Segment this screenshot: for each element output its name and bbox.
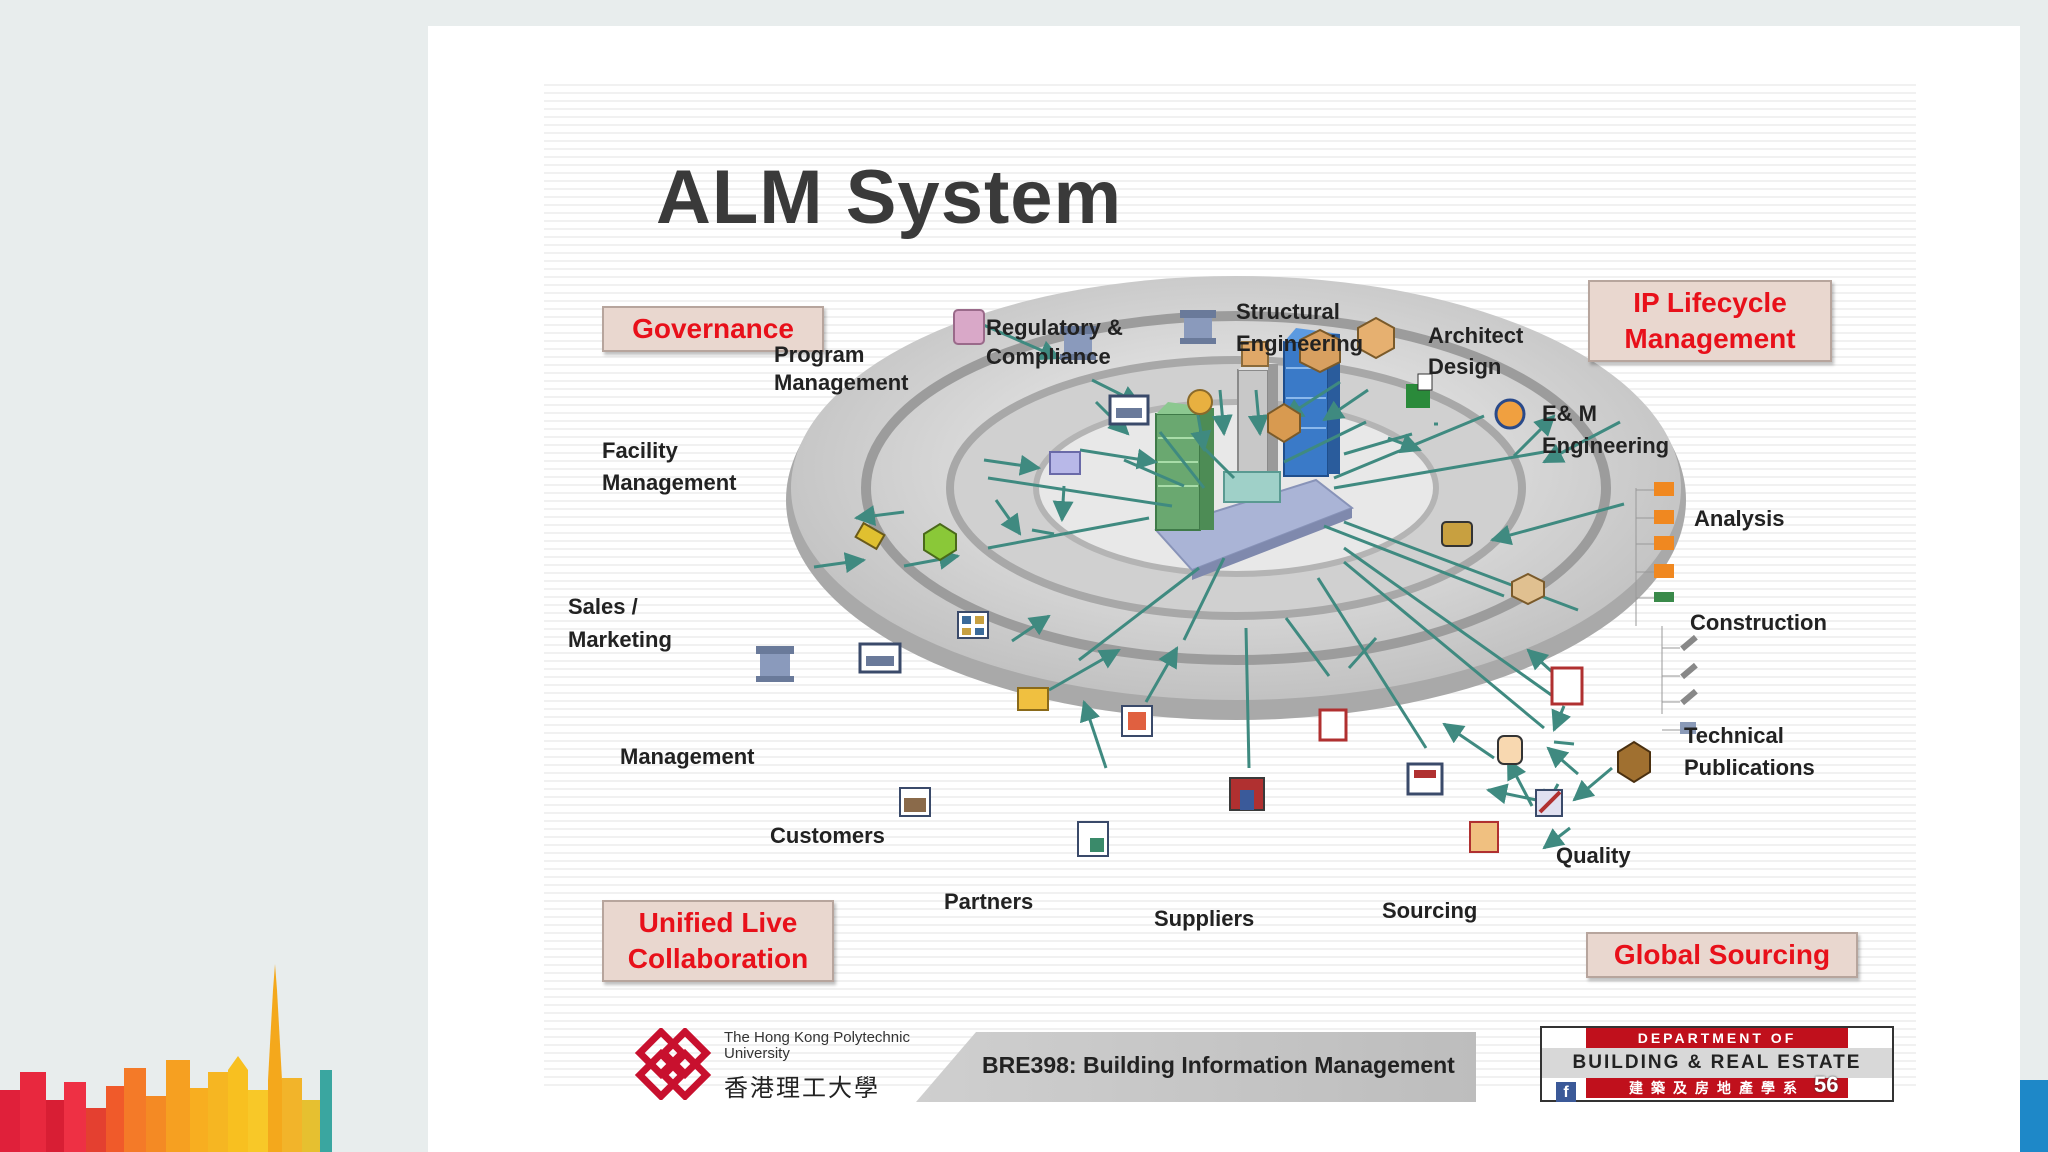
department-name-zh: 建築及房地產學系: [1586, 1078, 1848, 1098]
label-management: Management: [620, 744, 755, 769]
course-title: BRE398: Building Information Management: [982, 1052, 1455, 1078]
building-model: [1154, 328, 1355, 580]
building-icon-suppliers: [1229, 777, 1265, 811]
label-technical: Technical Publications: [1684, 723, 1815, 780]
ip-lifecycle-callout: IP Lifecycle Management: [1588, 280, 1832, 362]
hand-icon: [1497, 735, 1523, 765]
layers-icon: [1049, 451, 1081, 475]
bank-icon-structural: [1180, 310, 1216, 344]
label-partners: Partners: [944, 889, 1034, 914]
page-number: 56: [1814, 1072, 1839, 1097]
right-edge-decoration: [2020, 1080, 2048, 1152]
tools-icon-facility: [854, 521, 886, 551]
label-em-engineering: E& M Engineering: [1542, 401, 1670, 458]
city-skyline-decoration: [0, 964, 332, 1152]
label-quality: Quality: [1556, 843, 1631, 868]
governance-callout: Governance: [602, 306, 824, 352]
label-analysis: Analysis: [1694, 506, 1785, 531]
platform-disc: [786, 276, 1686, 720]
box-icon-analysis: [1511, 572, 1545, 606]
storefront-icon: [899, 787, 931, 817]
bank-icon-regulatory: [1060, 326, 1096, 360]
slide-content: ALM System Governance IP Lifecycle Manag…: [544, 78, 1916, 1102]
cube-icon-facility: [923, 522, 957, 562]
grid-icon: [957, 611, 989, 639]
department-logo: DEPARTMENT OF BUILDING & REAL ESTATE 建築及…: [1540, 1026, 1894, 1102]
clipboard-icon: [1318, 708, 1348, 742]
unified-live-callout: Unified Live Collaboration: [602, 900, 834, 982]
window-icon-sales: [858, 642, 902, 674]
tree-view: [1635, 488, 1680, 731]
footer-band: [916, 1032, 1476, 1102]
document-check-icon: [1550, 666, 1584, 706]
box-icon-architect-2: [1357, 316, 1395, 360]
person-icon-em: [1406, 373, 1433, 408]
database-icon: [953, 309, 985, 345]
pencil-icon-quality: [1535, 789, 1563, 817]
gear-icon-top: [1187, 389, 1213, 415]
calendar-icon-sourcing: [1406, 762, 1444, 796]
university-name-zh: 香港理工大學: [724, 1075, 880, 1102]
label-structural: Structural Engineering: [1236, 299, 1364, 356]
transfer-icon: [1121, 705, 1153, 737]
document-icon-quality: [1469, 821, 1499, 853]
label-facility: Facility Management: [602, 438, 737, 495]
department-top-line: DEPARTMENT OF: [1586, 1028, 1848, 1048]
process-icons: [756, 309, 1651, 857]
bank-icon-sales: [756, 646, 794, 682]
facebook-icon[interactable]: f: [1556, 1082, 1576, 1102]
footer: The Hong Kong Polytechnic University 香港理…: [628, 1024, 1894, 1108]
label-sales: Sales / Marketing: [568, 594, 672, 652]
folder-icon: [1017, 687, 1049, 711]
label-suppliers: Suppliers: [1154, 906, 1255, 931]
department-name: BUILDING & REAL ESTATE: [1542, 1048, 1892, 1078]
window-icon-regulatory: [1108, 394, 1150, 426]
tree-folders: [1654, 482, 1698, 734]
cube-icon-technical: [1617, 740, 1651, 784]
university-name-en: The Hong Kong Polytechnic University: [724, 1029, 910, 1062]
label-architect: Architect Design: [1428, 323, 1524, 379]
network-icon: [1441, 521, 1473, 547]
slide: ALM System Governance IP Lifecycle Manag…: [428, 26, 2020, 1152]
global-sourcing-callout: Global Sourcing: [1586, 932, 1858, 978]
label-sourcing: Sourcing: [1382, 898, 1478, 923]
box-icon-structural: [1241, 341, 1269, 367]
document-icon-partners: [1077, 821, 1109, 857]
box-icon-architect: [1299, 328, 1341, 374]
engineer-icon: [1494, 398, 1526, 430]
page-title: ALM System: [656, 155, 1123, 240]
label-customers: Customers: [770, 823, 885, 848]
polyu-logo-icon: [634, 1028, 712, 1100]
label-program-management: Program Management: [774, 342, 909, 395]
label-regulatory: Regulatory & Compliance: [986, 315, 1123, 369]
alm-diagram: [756, 276, 1698, 857]
label-construction: Construction: [1690, 610, 1827, 635]
box-icon-center: [1267, 402, 1301, 444]
